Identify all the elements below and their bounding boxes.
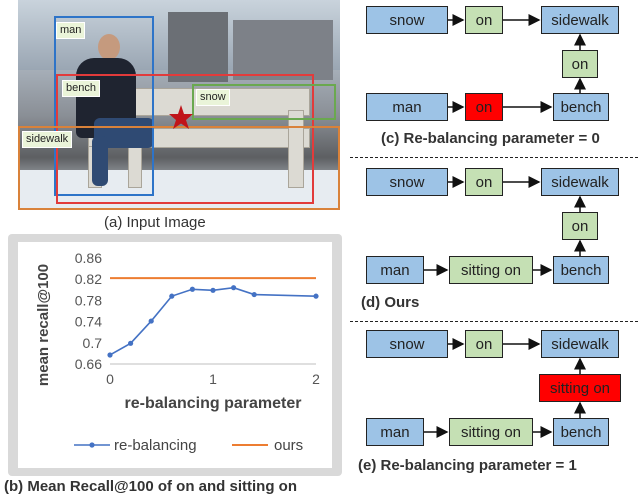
- y-tick-label: 0.7: [83, 335, 103, 351]
- building: [233, 20, 333, 80]
- node-sitting-on: sitting on: [449, 256, 533, 284]
- divider: [350, 157, 638, 158]
- man-bbox: [54, 16, 154, 196]
- label-sidewalk: sidewalk: [22, 131, 73, 148]
- caption-a: (a) Input Image: [104, 214, 206, 231]
- building: [168, 12, 228, 82]
- node-man: man: [366, 93, 448, 121]
- y-tick-label: 0.78: [75, 292, 102, 308]
- data-point: [189, 286, 195, 292]
- node-man: man: [366, 256, 424, 284]
- node-snow: snow: [366, 168, 448, 196]
- caption-c: (c) Re-balancing parameter = 0: [381, 130, 600, 147]
- node-on: on: [562, 50, 598, 78]
- node-sitting-on: sitting on: [449, 418, 533, 446]
- caption-e: (e) Re-balancing parameter = 1: [358, 457, 577, 474]
- y-tick-label: 0.82: [75, 271, 102, 287]
- legend-label-re-balancing: re-balancing: [114, 437, 197, 454]
- data-point: [210, 287, 216, 293]
- divider: [350, 321, 638, 322]
- mean-recall-chart: 0.86 0.82 0.78 0.74 0.7 0.660 1 2 re-balancing p…: [35, 250, 320, 454]
- data-point: [107, 352, 113, 358]
- x-tick-label: 0: [106, 371, 114, 387]
- node-bench: bench: [553, 256, 609, 284]
- node-bench: bench: [553, 93, 609, 121]
- star-icon: [169, 105, 193, 129]
- man-head: [98, 34, 120, 60]
- data-point: [148, 318, 154, 324]
- label-man: man: [56, 22, 86, 39]
- node-snow: snow: [366, 330, 448, 358]
- y-tick-label: 0.86: [75, 250, 102, 266]
- node-man: man: [366, 418, 424, 446]
- label-bench: bench: [62, 80, 100, 97]
- y-tick-label: 0.66: [75, 356, 102, 372]
- input-image: man bench snow sidewalk: [18, 0, 340, 210]
- data-point: [231, 285, 237, 291]
- label-snow: snow: [196, 89, 230, 106]
- node-on-highlight: on: [465, 93, 503, 121]
- node-on: on: [465, 168, 503, 196]
- data-point: [251, 291, 257, 298]
- legend-marker: [89, 442, 95, 448]
- node-snow: snow: [366, 6, 448, 34]
- y-axis-title: mean recall@100: [35, 264, 52, 386]
- y-tick-label: 0.74: [75, 314, 102, 330]
- node-sidewalk: sidewalk: [541, 6, 619, 34]
- bench-leg: [288, 110, 304, 188]
- node-sitting-on-highlight: sitting on: [539, 374, 621, 402]
- sidewalk-bbox: [18, 126, 340, 210]
- snow-bbox: [192, 84, 336, 120]
- node-sidewalk: sidewalk: [541, 330, 619, 358]
- x-axis-title: re-balancing parameter: [125, 395, 302, 412]
- node-on: on: [465, 330, 503, 358]
- man-leg: [92, 136, 108, 186]
- legend-label-ours: ours: [274, 437, 303, 454]
- x-tick-label: 1: [209, 371, 217, 387]
- data-point: [313, 293, 319, 299]
- caption-d: (d) Ours: [361, 294, 420, 311]
- node-bench: bench: [553, 418, 609, 446]
- x-tick-label: 2: [312, 371, 320, 387]
- caption-b: (b) Mean Recall@100 of on and sitting on: [4, 478, 297, 495]
- data-point: [128, 340, 134, 346]
- node-on: on: [465, 6, 503, 34]
- data-point: [169, 293, 175, 299]
